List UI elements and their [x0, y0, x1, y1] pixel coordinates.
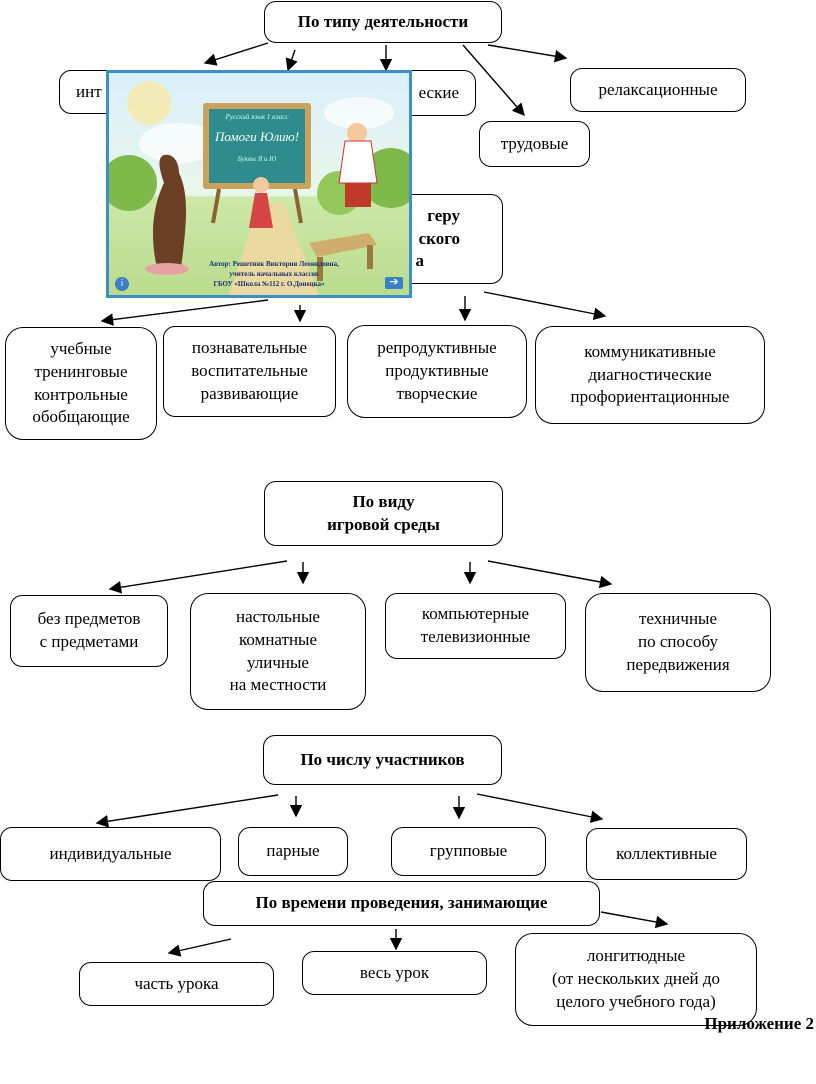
participants-item-individual: индивидуальные: [0, 827, 221, 881]
environment-item-technical: техничные по способу передвижения: [585, 593, 771, 692]
participants-title: По числу участников: [263, 735, 502, 785]
time-item-longitudinal: лонгитюдные (от нескольких дней до целог…: [515, 933, 757, 1026]
slide-board-title: Помоги Юлию!: [214, 129, 300, 144]
environment-item-objects: без предметов с предметами: [10, 595, 168, 667]
character-item-learning: учебные тренинговые контрольные обобщающ…: [5, 327, 157, 440]
time-item-whole-lesson: весь урок: [302, 951, 487, 995]
slide-illustration: [109, 81, 409, 295]
environment-item-computer: компьютерные телевизионные: [385, 593, 566, 659]
environment-title: По виду игровой среды: [264, 481, 503, 546]
time-item-part-lesson: часть урока: [79, 962, 274, 1006]
info-icon[interactable]: i: [120, 279, 124, 289]
participants-item-collective: коллективные: [586, 828, 747, 880]
participants-item-pair: парные: [238, 827, 348, 876]
environment-item-board: настольные комнатные уличные на местност…: [190, 593, 366, 710]
character-item-communicative: коммуникативные диагностические профорие…: [535, 326, 765, 424]
participants-item-group: групповые: [391, 827, 546, 876]
slide-board-line2: Буквы Я и Ю: [237, 155, 277, 163]
next-arrow-icon[interactable]: ➔: [389, 275, 399, 288]
presentation-slide-image: Русский язык 1 класс Помоги Юлию! Буквы …: [106, 70, 412, 298]
slide-author-line: Автор: Решетняк Виктория Леонидовна,: [209, 260, 339, 268]
slide-school: ГБОУ «Школа №112 г. О.Донецка»: [213, 280, 325, 288]
slide-board-line1: Русский язык 1 класс: [225, 113, 289, 121]
character-item-cognitive: познавательные воспитательные развивающи…: [163, 326, 336, 417]
slide-author-role: учитель начальных классов: [229, 270, 319, 278]
character-item-reproductive: репродуктивные продуктивные творческие: [347, 325, 527, 418]
activity-item-labor: трудовые: [479, 121, 590, 167]
appendix-label: Приложение 2: [704, 1014, 814, 1033]
time-title: По времени проведения, занимающие: [203, 881, 600, 926]
activity-item-relaxation: релаксационные: [570, 68, 746, 112]
activity-title: По типу деятельности: [264, 1, 502, 43]
